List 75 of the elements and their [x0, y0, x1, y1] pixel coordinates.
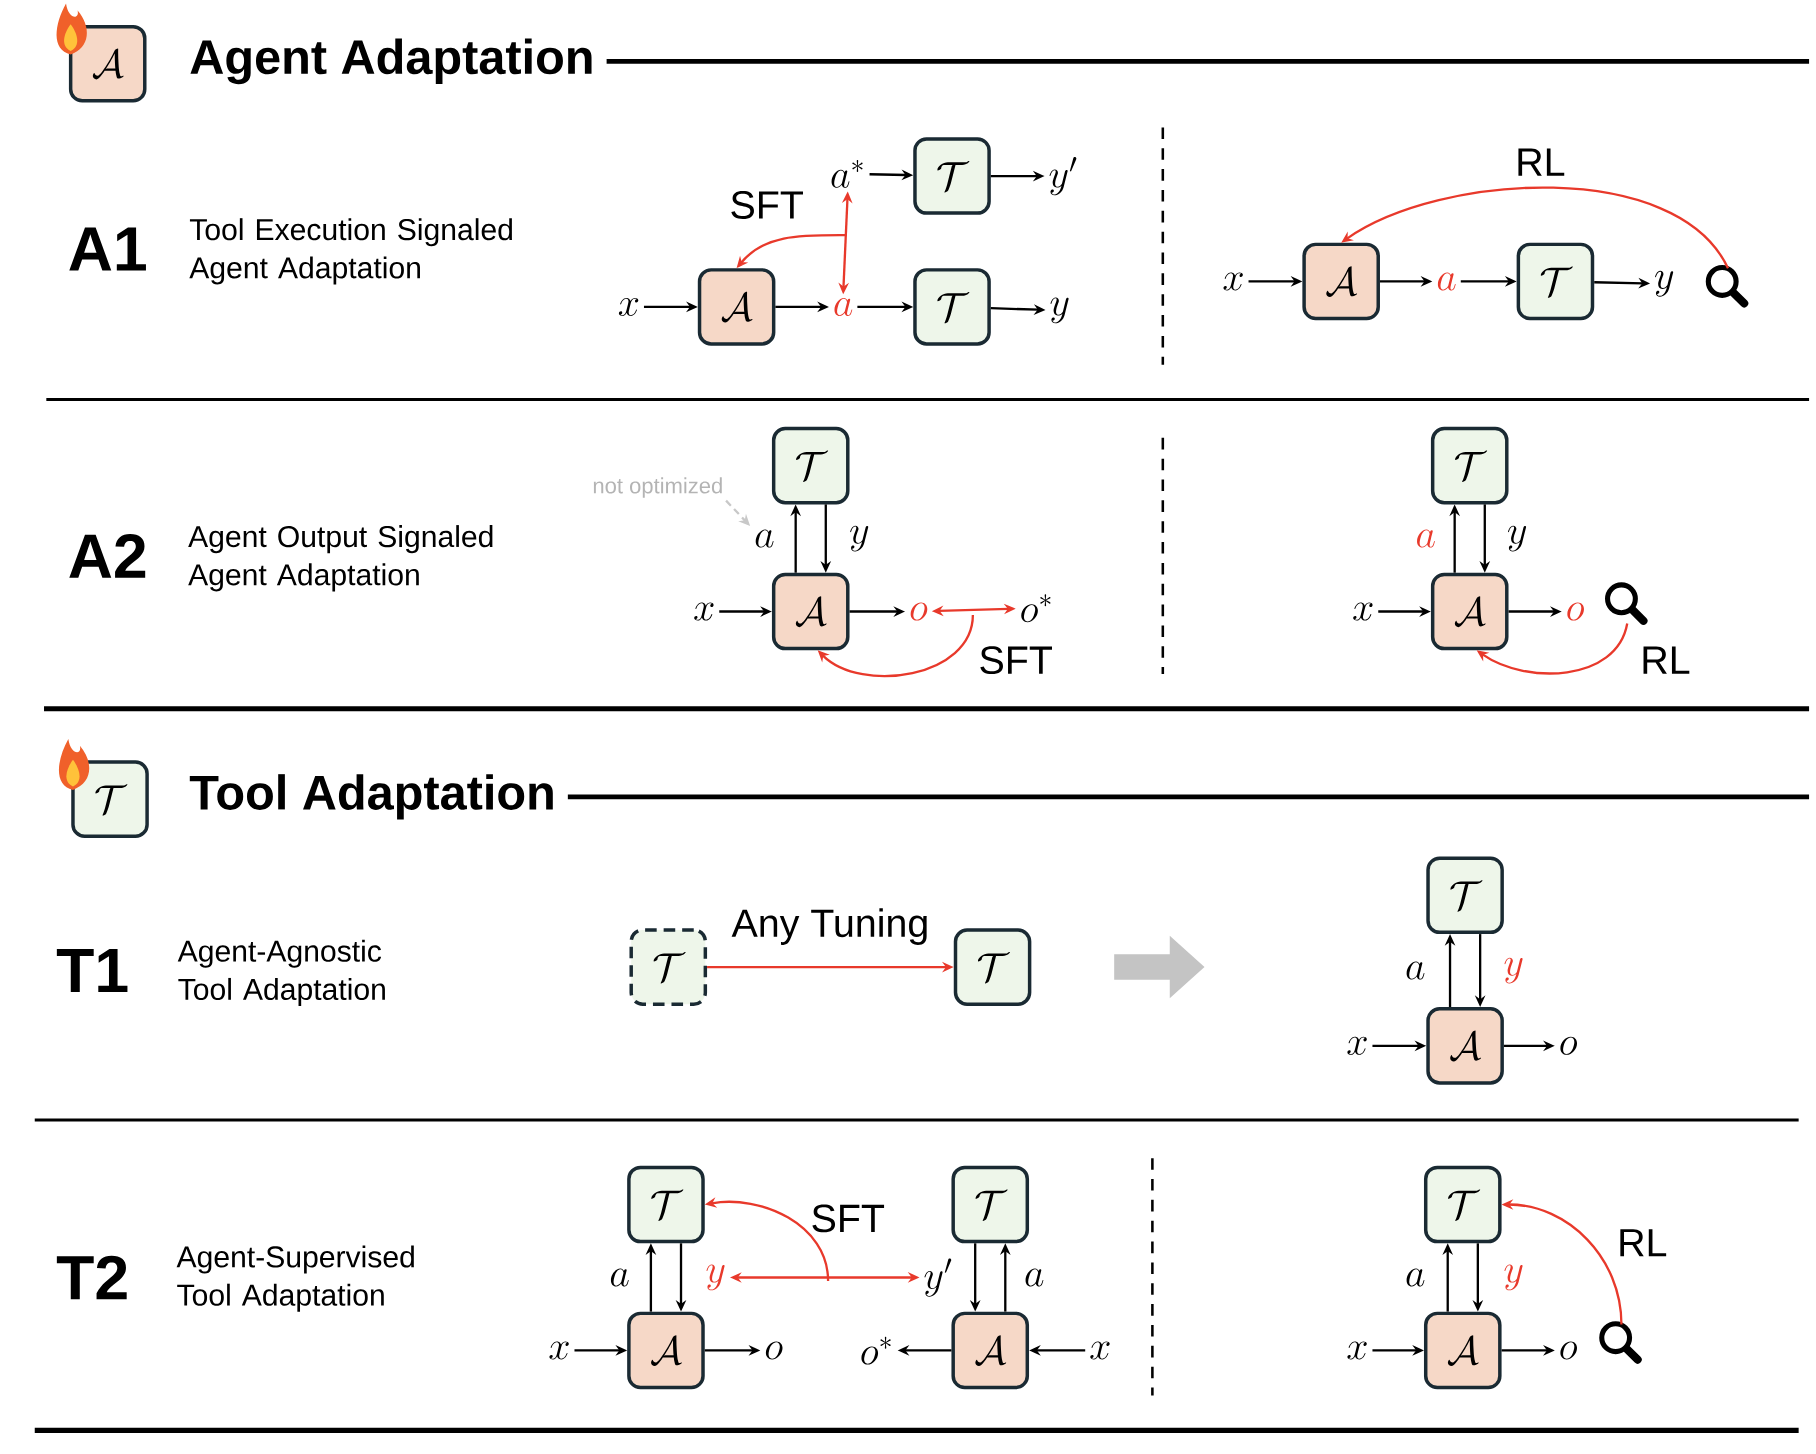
math-symbol: $a$ — [1406, 961, 1425, 980]
process-box: $\mathcal{A}$ — [1302, 242, 1380, 321]
edge-label: RL — [1518, 148, 1565, 176]
process-box: $\mathcal{A}$ — [697, 268, 776, 346]
process-box: $\mathcal{A}$ — [1426, 1007, 1504, 1085]
process-box: $\mathcal{T}$ — [913, 137, 991, 216]
math-symbol: $y$ — [850, 525, 869, 552]
row-id: T2 — [56, 1255, 127, 1300]
edge-label: Any Tuning — [731, 908, 927, 946]
process-box: $\mathcal{T}$ — [627, 1165, 705, 1244]
math-symbol: $x$ — [618, 298, 639, 317]
row-description: Agent-Agnostic Tool Adaptation — [177, 939, 385, 1007]
math-symbol: $y$ — [1655, 271, 1674, 297]
math-symbol: $a$ — [1417, 529, 1435, 548]
math-symbol: $y$ — [1508, 525, 1527, 552]
math-symbol: $o^{*}$ — [1021, 594, 1051, 623]
math-symbol: $o$ — [1560, 1341, 1578, 1360]
row-description: Tool Execution Signaled Agent Adaptation — [189, 218, 512, 285]
row-id: T1 — [56, 949, 128, 993]
math-symbol: $y$ — [1504, 957, 1523, 984]
process-box: $\mathcal{T}$ — [953, 928, 1032, 1007]
process-box: $\mathcal{T}$ — [771, 427, 850, 505]
math-symbol: $y$ — [706, 1264, 725, 1291]
process-box: $\mathcal{T}$ — [913, 268, 991, 346]
math-symbol: $a$ — [834, 298, 853, 317]
math-symbol: $y'$ — [924, 1258, 952, 1297]
process-box: $\mathcal{A}$ — [1430, 573, 1509, 651]
math-symbol: $a$ — [1025, 1268, 1044, 1287]
math-symbol: $o^{*}$ — [861, 1336, 891, 1365]
math-symbol: $a$ — [1437, 272, 1456, 291]
process-box: $\mathcal{A}$ — [951, 1311, 1030, 1390]
math-symbol: $a^{*}$ — [831, 160, 863, 189]
math-symbol: $a$ — [1406, 1268, 1425, 1287]
process-box: $\mathcal{T}$ — [1430, 427, 1509, 505]
row-description: Agent Output Signaled Agent Adaptation — [188, 525, 493, 592]
row-id: A1 — [69, 227, 146, 271]
magnifier-icon — [1599, 1321, 1642, 1364]
process-box: $\mathcal{A}$ — [771, 573, 850, 651]
section-heading: Agent Adaptation — [190, 38, 592, 85]
math-symbol: $x$ — [1347, 1341, 1367, 1360]
process-box: $\mathcal{T}$ — [951, 1165, 1030, 1244]
math-symbol: $o$ — [1567, 602, 1584, 621]
process-box: $\mathcal{A}$ — [1423, 1311, 1502, 1390]
math-symbol: $o$ — [1560, 1037, 1578, 1056]
process-box: $\mathcal{T}$ — [1426, 856, 1504, 935]
math-symbol: $x$ — [549, 1341, 569, 1360]
process-box: $\mathcal{T}$ — [629, 928, 708, 1007]
math-symbol: $x$ — [1353, 602, 1373, 621]
math-symbol: $a$ — [610, 1268, 629, 1287]
math-symbol: $y'$ — [1049, 157, 1077, 196]
icon-box: $\mathcal{T}$ — [71, 760, 149, 839]
icon-box: $\mathcal{A}$ — [68, 25, 147, 103]
math-symbol: $x$ — [694, 602, 714, 621]
edge-label: RL — [1620, 1229, 1667, 1257]
process-box: $\mathcal{T}$ — [1423, 1165, 1502, 1244]
math-symbol: $o$ — [910, 602, 928, 621]
math-symbol: $x$ — [1347, 1037, 1367, 1056]
magnifier-icon — [1705, 265, 1749, 308]
edge-label: SFT — [812, 1204, 885, 1233]
section-heading: Tool Adaptation — [189, 774, 553, 820]
magnifier-icon — [1605, 582, 1648, 626]
edge-label: SFT — [731, 191, 803, 220]
edge-label: SFT — [980, 646, 1052, 675]
math-symbol: $o$ — [765, 1341, 783, 1360]
math-symbol: $x$ — [1223, 272, 1243, 291]
row-id: A2 — [69, 534, 146, 578]
math-symbol: $x$ — [1090, 1341, 1110, 1360]
math-symbol: $a$ — [755, 529, 774, 548]
process-box: $\mathcal{A}$ — [627, 1311, 705, 1390]
process-box: $\mathcal{T}$ — [1516, 242, 1595, 321]
row-description: Agent-Supervised Tool Adaptation — [176, 1245, 414, 1313]
math-symbol: $y$ — [1504, 1264, 1523, 1291]
math-symbol: $y$ — [1050, 297, 1069, 324]
edge-label: RL — [1643, 646, 1690, 674]
annotation-text: not optimized — [593, 477, 722, 499]
